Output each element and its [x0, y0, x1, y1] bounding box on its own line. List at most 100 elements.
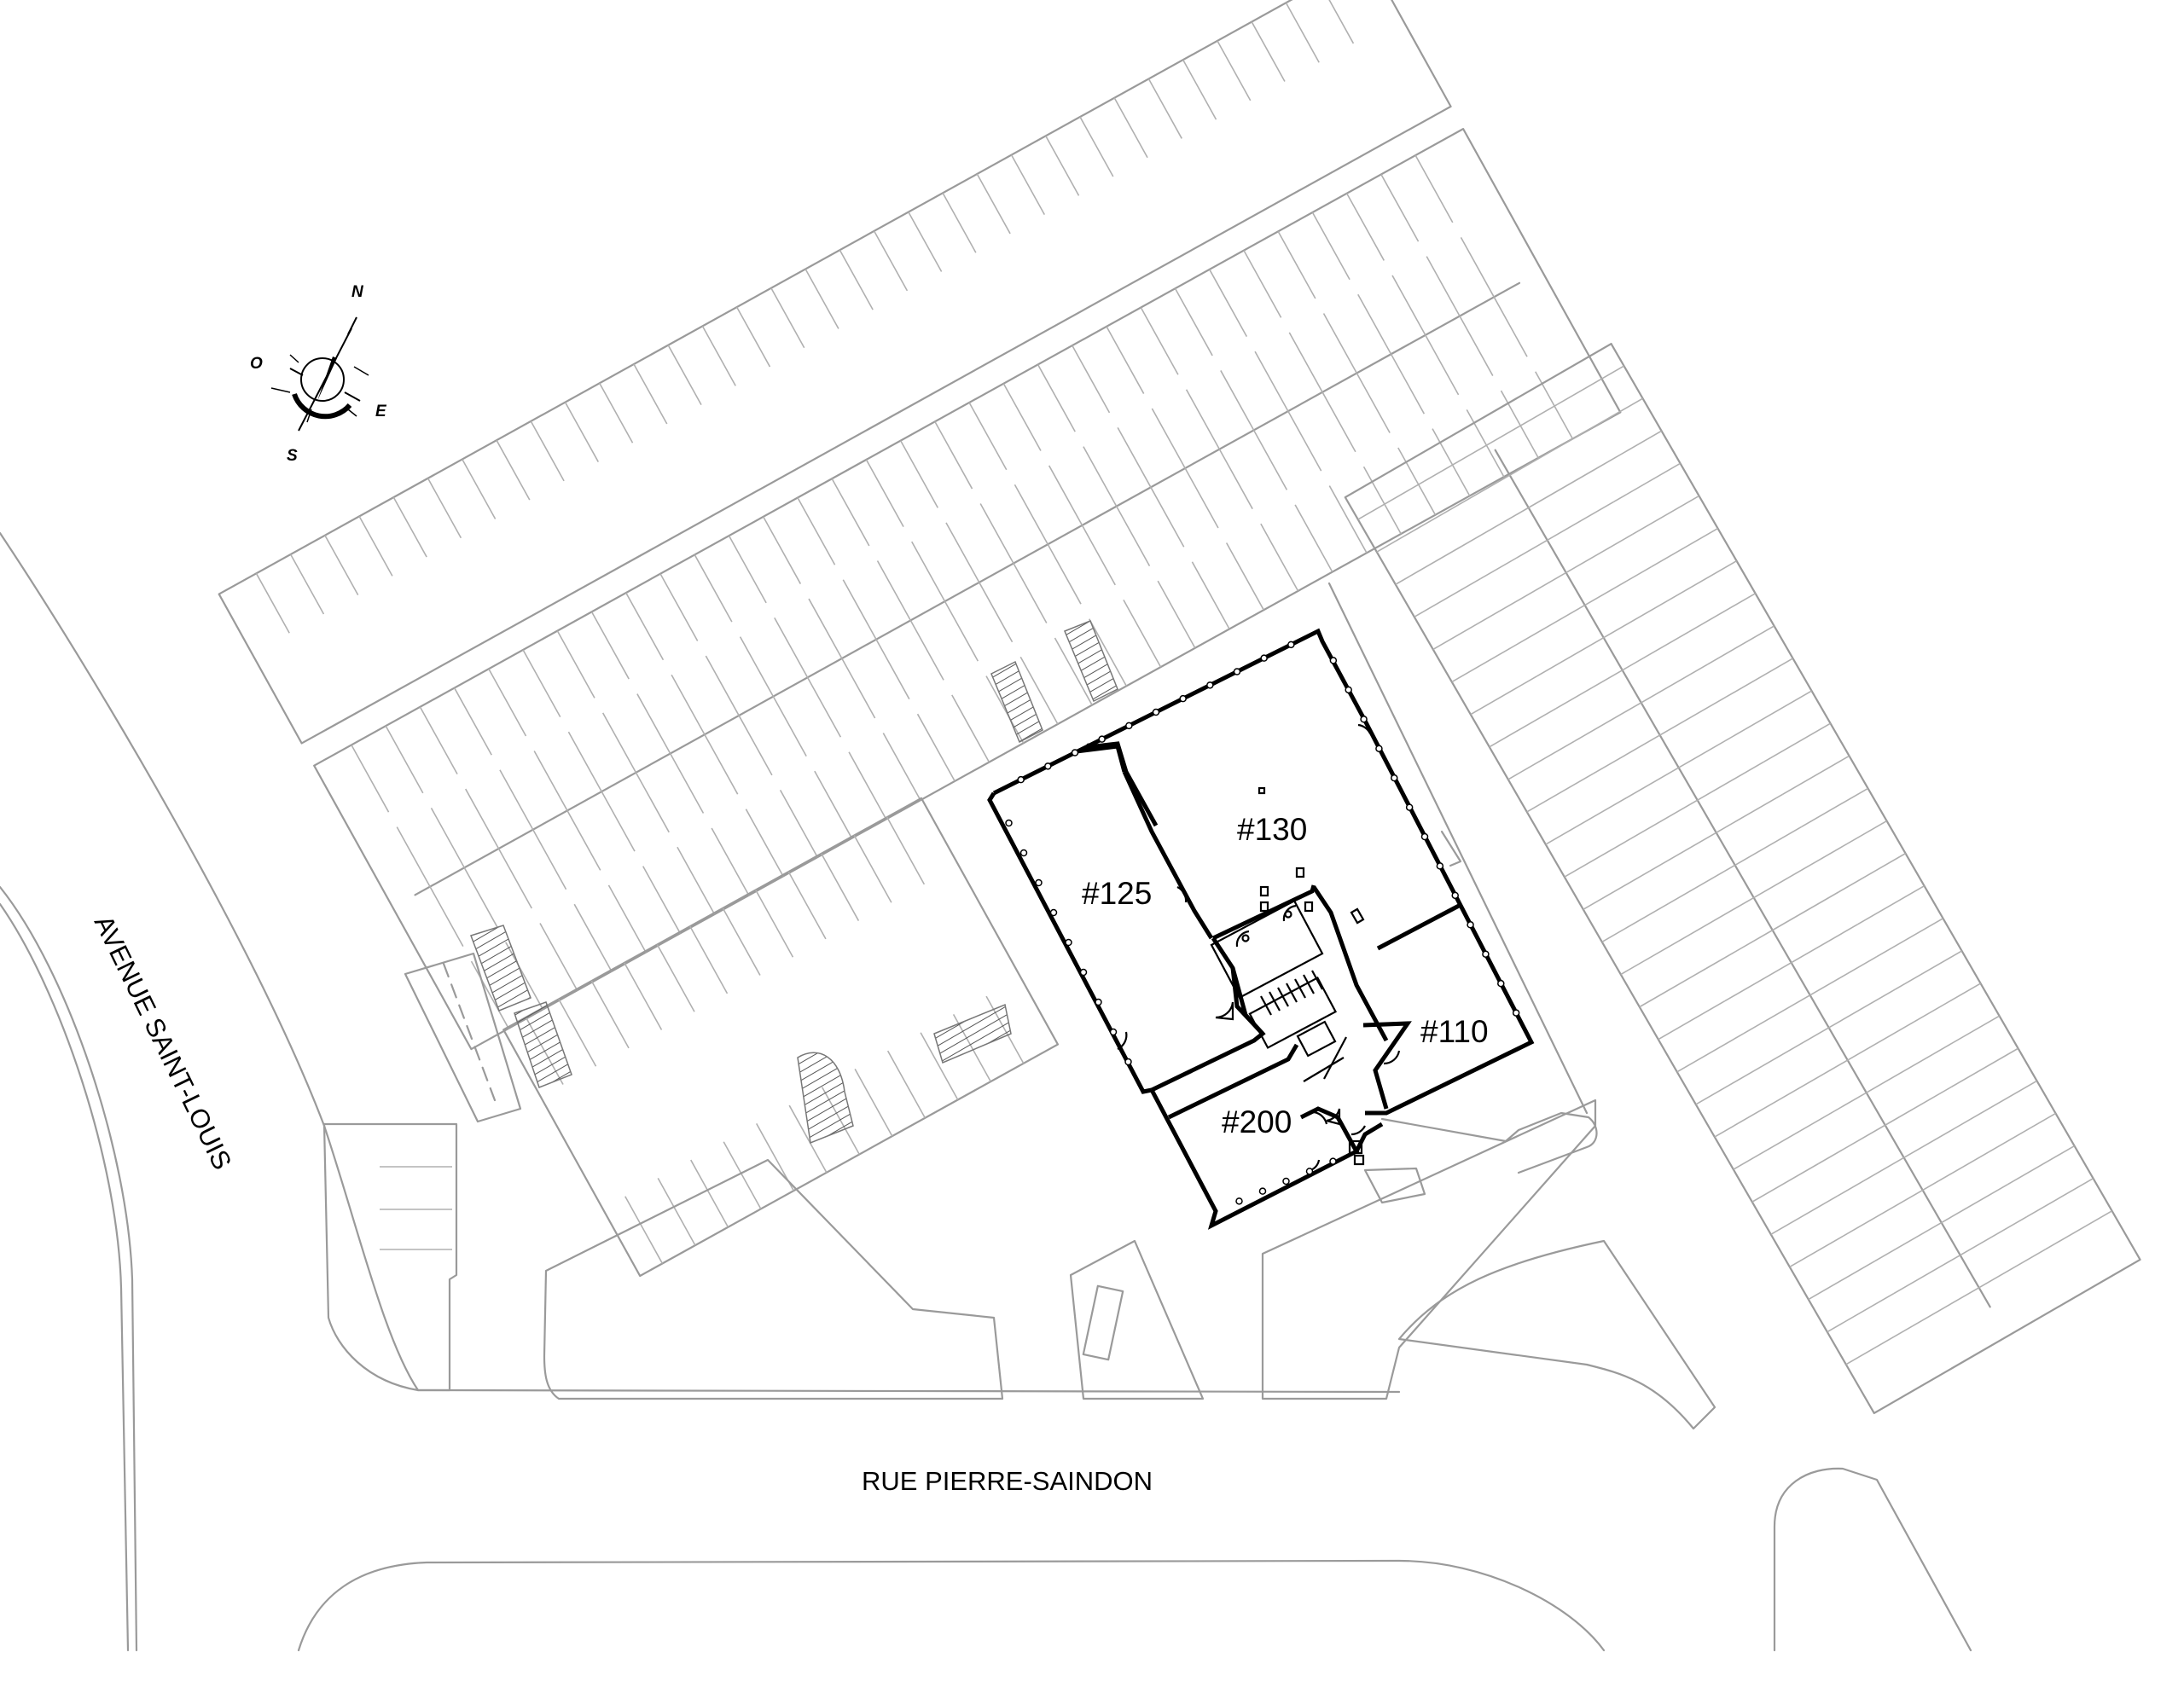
parking-stall-line [1356, 373, 1391, 433]
parking-stall-line [1707, 625, 1774, 665]
parking-stall-line [392, 496, 427, 558]
parking-stall-line [1676, 1033, 1745, 1073]
parking-stall-line [1789, 1227, 1857, 1268]
parking-stall-line [289, 554, 325, 615]
parking-stall-line [1649, 832, 1717, 872]
parking-stall-line [1014, 484, 1048, 545]
parking-stall-line [499, 769, 534, 831]
parking-stall-line [728, 535, 767, 604]
parking-stall-line [1799, 1092, 1867, 1132]
parking-stall-line [2026, 1177, 2094, 1218]
parking-stall-line [1922, 1151, 1990, 1191]
parking-stall-line [831, 478, 870, 547]
window-mullion [1049, 908, 1058, 917]
parking-stall-line [945, 522, 980, 583]
window-mullion [1329, 657, 1338, 664]
window-mullion [1233, 668, 1241, 675]
stair-tread [1269, 991, 1281, 1012]
parking-stall-line [532, 829, 567, 890]
parking-stall-line [351, 745, 390, 813]
parking-stall-line [1251, 21, 1286, 82]
parking-stall-line [1151, 408, 1186, 469]
parking-stall-line [1466, 409, 1505, 478]
window-mullion [1005, 819, 1013, 827]
parking-stall-line [779, 790, 818, 858]
parking-stall-line [533, 751, 568, 811]
parking-stall-line [625, 592, 665, 661]
parking-stall-line [522, 649, 561, 718]
parking-stall-line [1734, 826, 1803, 867]
parking-stall-line [1772, 890, 1840, 931]
parking-island-left [322, 1122, 458, 1392]
parking-stall-line [848, 751, 887, 820]
parking-stall-line [1072, 345, 1111, 414]
parking-stall-line [419, 706, 458, 774]
parking-stall-line [1470, 675, 1538, 716]
parking-stall-line [1311, 212, 1350, 281]
parking-stall-line [1743, 994, 1811, 1035]
parking-stall-line [1751, 1162, 1820, 1203]
parking-stall-line [1827, 1292, 1895, 1333]
parking-stall-line [1808, 1260, 1876, 1301]
parking-stall-line [1960, 1215, 2028, 1256]
parking-stall-line [1443, 474, 1511, 514]
parking-stall-line [567, 731, 602, 792]
parking-stall-line [1536, 636, 1605, 677]
parking-stall-line [590, 980, 630, 1049]
parking-stall-line [1150, 486, 1185, 548]
parking-stall-line [1117, 426, 1152, 488]
parking-stall-line [875, 639, 910, 700]
parking-stall-line [1252, 430, 1288, 490]
parking-stall-line [497, 848, 532, 909]
parking-stall-line [1630, 799, 1699, 839]
unit-200-label: #200 [1222, 1104, 1292, 1139]
parking-stall-line [1641, 664, 1709, 704]
parking-stall-line [1791, 924, 1859, 964]
parking-stall-line [944, 600, 979, 662]
parking-stall-line [1089, 618, 1128, 687]
parking-stall-line [1809, 956, 1878, 996]
parking-stall-line [1123, 599, 1162, 668]
parking-stall-line [968, 402, 1008, 471]
window-mullion [1436, 862, 1444, 870]
parking-stall-line [1140, 307, 1179, 375]
avenue-saint-louis-road [0, 531, 420, 1652]
parking-stall-line [1321, 391, 1356, 453]
window-mullion [1109, 1028, 1118, 1036]
parking-stall-line [1277, 230, 1316, 299]
parking-stall-line [1217, 40, 1252, 101]
parking-stall-line [1716, 793, 1784, 833]
unit-125-label: #125 [1082, 876, 1152, 911]
window-mullion [1035, 878, 1043, 887]
parking-stall-line [1243, 250, 1282, 318]
parking-stall-line [1874, 1221, 1943, 1262]
parking-stall-line [667, 345, 702, 406]
parking-stall-line [1837, 1157, 1905, 1197]
parking-stall-line [635, 772, 670, 833]
parking-stall-line [1218, 449, 1253, 510]
parking-stall-line [1157, 580, 1196, 649]
parking-stall-line [607, 884, 647, 954]
stair-tread [1260, 995, 1272, 1016]
compass-north: N [351, 283, 364, 301]
parking-stall-line [1461, 507, 1530, 547]
parking-stall-line [1801, 787, 1868, 828]
window-mullion [1360, 716, 1368, 723]
parking-stall-line [821, 853, 860, 921]
compass-rose: N O E S [250, 283, 387, 465]
parking-stall-line [1526, 773, 1594, 813]
parking-stall-line [358, 516, 393, 577]
parking-stall-line [1432, 428, 1471, 496]
parking-stall-line [1593, 734, 1661, 774]
parking-stall-line [1287, 410, 1322, 472]
window-mullion [1482, 950, 1490, 958]
parking-stall-line [873, 230, 909, 292]
parking-stall-line [1345, 193, 1385, 261]
parking-stall-line [496, 439, 531, 501]
parking-stall-line [1414, 577, 1482, 618]
hatched-zones [470, 620, 1118, 1145]
parking-stall-line [711, 827, 750, 896]
parking-stall-line [1697, 761, 1765, 801]
parking-stall-line [704, 733, 739, 795]
parking-stall-line [722, 907, 761, 976]
